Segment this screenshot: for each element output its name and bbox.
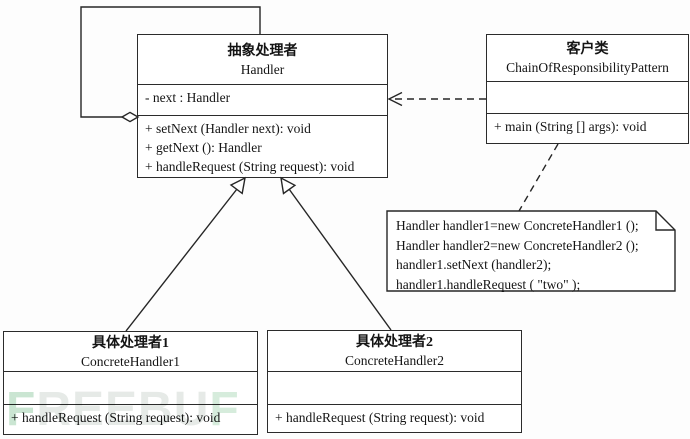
class-concrete1-attributes — [4, 371, 257, 404]
class-concrete2-methods: + handleRequest (String request): void — [268, 404, 521, 432]
class-handler-title: 抽象处理者 Handler — [138, 35, 387, 84]
class-concrete2-title: 具体处理者2 ConcreteHandler2 — [268, 331, 521, 371]
class-box-concretehandler2: 具体处理者2 ConcreteHandler2 + handleRequest … — [267, 330, 522, 433]
method-handlerequest: + handleRequest (String request): void — [11, 410, 221, 425]
method-handlerequest: + handleRequest (String request): void — [145, 159, 355, 174]
class-box-client: 客户类 ChainOfResponsibilityPattern + main … — [486, 34, 689, 144]
class-handler-name-zh: 抽象处理者 — [227, 43, 298, 59]
watermark-text-end: F — [209, 383, 240, 436]
class-client-methods: + main (String [] args): void — [487, 113, 688, 143]
note-anchor-dashed-line — [518, 143, 559, 212]
class-concrete2-name-zh: 具体处理者2 — [356, 335, 433, 350]
method-main: + main (String [] args): void — [494, 119, 647, 134]
class-concrete2-name-en: ConcreteHandler2 — [345, 353, 444, 368]
class-handler-methods: + setNext (Handler next): void + getNext… — [138, 115, 387, 177]
class-handler-attributes: - next : Handler — [138, 84, 387, 115]
class-concrete1-methods: + handleRequest (String request): void — [4, 404, 257, 434]
inheritance-line-1 — [125, 188, 238, 332]
method-getnext: + getNext (): Handler — [145, 140, 262, 155]
class-client-name-en: ChainOfResponsibilityPattern — [506, 60, 669, 75]
class-concrete1-name-zh: 具体处理者1 — [92, 335, 169, 351]
inheritance-triangle-icon-1 — [229, 176, 246, 195]
class-client-title: 客户类 ChainOfResponsibilityPattern — [487, 35, 688, 81]
class-concrete1-title: 具体处理者1 ConcreteHandler1 — [4, 332, 257, 371]
freebuf-watermark: FREEBUF — [6, 384, 240, 436]
class-handler-name-en: Handler — [240, 61, 285, 77]
inheritance-line-2 — [288, 188, 392, 331]
method-handlerequest: + handleRequest (String request): void — [275, 410, 485, 425]
class-client-name-zh: 客户类 — [566, 42, 609, 57]
code-line: handler1.setNext (handler2); — [396, 257, 552, 272]
aggregation-diamond-icon — [120, 111, 140, 123]
code-line: Handler handler2=new ConcreteHandler2 ()… — [396, 237, 639, 253]
class-box-concretehandler1: 具体处理者1 ConcreteHandler1 + handleRequest … — [3, 331, 258, 435]
attribute-next: - next : Handler — [145, 90, 231, 105]
method-setnext: + setNext (Handler next): void — [145, 121, 311, 136]
watermark-logo-icon: F — [6, 383, 37, 436]
class-box-handler: 抽象处理者 Handler - next : Handler + setNext… — [137, 34, 388, 178]
code-line: Handler handler1=new ConcreteHandler1 ()… — [396, 218, 639, 233]
watermark-text: REEBU — [36, 383, 210, 436]
class-concrete2-attributes — [268, 371, 521, 404]
code-line: handler1.handleRequest ( "two" ); — [396, 276, 581, 292]
class-client-attributes — [487, 81, 688, 113]
dependency-open-arrowhead-icon — [387, 91, 403, 107]
code-note: Handler handler1=new ConcreteHandler1 ()… — [387, 211, 675, 292]
inheritance-triangle-icon-2 — [280, 176, 297, 195]
class-concrete1-name-en: ConcreteHandler1 — [81, 353, 180, 369]
